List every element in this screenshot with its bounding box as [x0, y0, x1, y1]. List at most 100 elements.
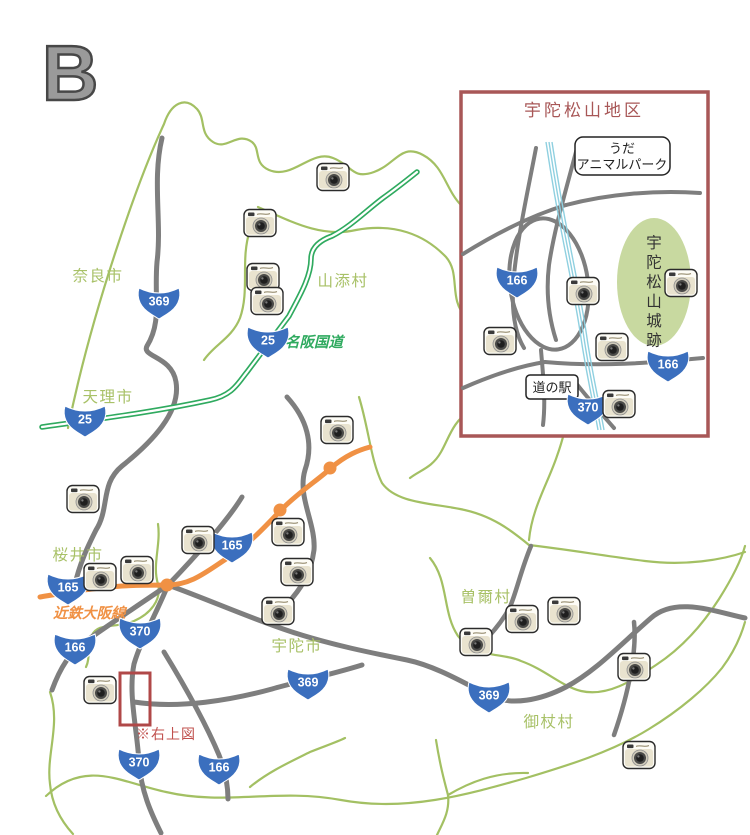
route-number: 165: [58, 581, 79, 595]
municipality-label: 奈良市: [72, 267, 123, 285]
route-number: 369: [479, 689, 500, 703]
route-number: 166: [65, 641, 86, 655]
camera-icon[interactable]: [595, 332, 629, 362]
route-number: 166: [209, 761, 230, 775]
municipality-label: 御杖村: [523, 713, 574, 731]
highlight-rectangle: [118, 671, 152, 727]
route-shield-370: 370: [118, 617, 162, 650]
camera-icon[interactable]: [83, 562, 117, 592]
castle-site-label: 宇陀松山城跡: [646, 234, 662, 350]
camera-icon[interactable]: [246, 262, 280, 292]
camera-icon[interactable]: [243, 208, 277, 238]
road-station-box: [525, 374, 579, 400]
inset-road-west-branch: [461, 203, 568, 256]
animal-park-box: [574, 136, 671, 176]
camera-icon[interactable]: [320, 415, 354, 445]
boundary-line: [44, 620, 747, 806]
inset-road-top-east: [564, 190, 702, 207]
boundary-line: [248, 736, 347, 789]
kintetsu-line-label: 近鉄大阪線: [53, 605, 128, 622]
inset-roads: [461, 146, 705, 430]
route-shield-166: 166: [646, 350, 690, 383]
route-shield-370: 370: [566, 393, 610, 426]
camera-icon[interactable]: [280, 557, 314, 587]
route-shield-369: 369: [137, 287, 181, 320]
route-shield-370: 370: [117, 748, 161, 781]
inset-road-left-v: [510, 146, 538, 350]
boundary-line: [527, 543, 747, 564]
municipality-label: 宇陀市: [271, 637, 322, 655]
municipality-label: 天理市: [82, 388, 133, 406]
camera-icon[interactable]: [181, 525, 215, 555]
route-shield-165: 165: [210, 531, 254, 564]
boundary-line: [48, 690, 75, 835]
boundary-line: [357, 395, 531, 547]
camera-icon[interactable]: [271, 517, 305, 547]
route-number: 369: [298, 676, 319, 690]
castle-site-ellipse: [617, 218, 691, 346]
route-number: 166: [658, 358, 679, 372]
animal-park-line2: アニマルパーク: [577, 157, 668, 172]
route-number: 25: [261, 334, 275, 348]
road-station-label-box: 道の駅: [525, 374, 579, 400]
road-south-166: [161, 649, 231, 802]
route-shield-166: 166: [495, 266, 539, 299]
boundary-line: [428, 544, 747, 694]
route-number: 369: [149, 295, 170, 309]
route-shield-165: 165: [46, 573, 90, 606]
route-number: 370: [129, 756, 150, 770]
station-dot: [160, 578, 174, 592]
municipality-label: 山添村: [317, 272, 368, 290]
route-number: 370: [578, 401, 599, 415]
boundary-line: [66, 101, 463, 430]
route-shield-25: 25: [246, 326, 290, 359]
camera-icon[interactable]: [261, 596, 295, 626]
boundary-line: [202, 228, 252, 362]
camera-icon[interactable]: [83, 675, 117, 705]
camera-icon[interactable]: [617, 652, 651, 682]
animal-park-line1: うだ: [609, 141, 635, 156]
inset-road-right-v: [545, 146, 579, 342]
route-shield-369: 369: [467, 681, 511, 714]
meihan-road-inner: [40, 170, 419, 429]
figure-label-b: B: [42, 29, 98, 117]
camera-icon[interactable]: [566, 276, 600, 306]
meihan-road-label: 名阪国道: [285, 334, 345, 351]
road-station-label: 道の駅: [532, 380, 571, 395]
camera-icon[interactable]: [602, 389, 636, 419]
road-north-south: [71, 135, 180, 591]
inset-panel: 宇陀松山地区 うだ アニマルパーク 道の: [459, 90, 710, 438]
note-text: ※右上図: [136, 726, 196, 742]
camera-icon[interactable]: [66, 484, 100, 514]
route-number: 25: [78, 413, 92, 427]
inset-road-southwest: [461, 360, 547, 390]
route-number: 165: [222, 539, 243, 553]
route-number: 166: [507, 274, 528, 288]
camera-icon[interactable]: [316, 162, 350, 192]
road-east-west-main: [165, 582, 748, 704]
station-dot: [273, 503, 287, 517]
station-dot: [323, 461, 337, 475]
inset-title: 宇陀松山地区: [524, 101, 644, 120]
camera-icon[interactable]: [483, 326, 517, 356]
boundary-line: [84, 522, 160, 669]
camera-icon[interactable]: [622, 740, 656, 770]
route-shield-166: 166: [197, 753, 241, 786]
route-number: 370: [130, 625, 151, 639]
camera-icon[interactable]: [664, 268, 698, 298]
camera-icon[interactable]: [250, 286, 284, 316]
inset-route-shields: 166 166 370: [495, 266, 690, 426]
route-shield-166: 166: [53, 633, 97, 666]
camera-icon[interactable]: [505, 604, 539, 634]
municipality-label: 桜井市: [52, 546, 103, 564]
boundary-line: [434, 738, 450, 835]
animal-park-label-box: うだ アニマルパーク: [574, 136, 671, 176]
camera-icon[interactable]: [547, 596, 581, 626]
municipality-label: 曽爾村: [460, 588, 511, 606]
camera-icon[interactable]: [120, 555, 154, 585]
route-shield-25: 25: [63, 405, 107, 438]
camera-icon[interactable]: [459, 627, 493, 657]
